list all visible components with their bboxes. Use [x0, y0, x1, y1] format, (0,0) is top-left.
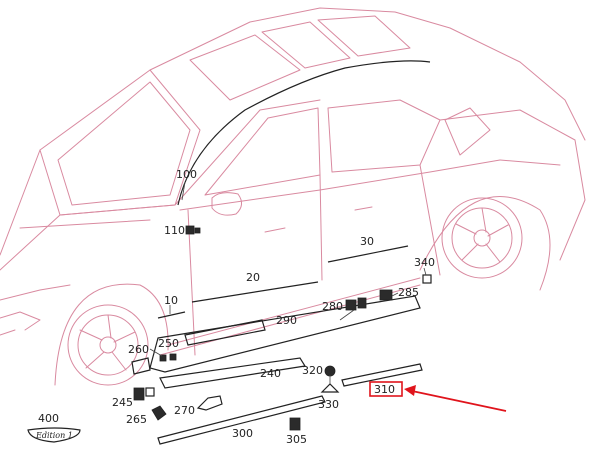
callout-270: 270	[174, 404, 195, 417]
part-330-spreader	[320, 383, 340, 393]
car-outline	[0, 7, 586, 386]
part-320-nut	[324, 365, 336, 377]
callout-20: 20	[246, 271, 260, 284]
part-260-bracket	[131, 357, 151, 375]
part-245-clip	[133, 387, 155, 401]
callout-245: 245	[112, 396, 133, 409]
part-280-clips	[345, 297, 367, 311]
highlight-arrow	[411, 390, 507, 412]
callout-340: 340	[414, 256, 435, 269]
callout-285: 285	[398, 286, 419, 299]
callout-290: 290	[276, 314, 297, 327]
callout-305: 305	[286, 433, 307, 446]
edition-badge: Edition 1	[27, 427, 81, 443]
part-10-trim	[157, 311, 186, 319]
callout-265: 265	[126, 413, 147, 426]
callout-300: 300	[232, 427, 253, 440]
part-305-clip	[289, 417, 301, 431]
callout-330: 330	[318, 398, 339, 411]
callout-30: 30	[360, 235, 374, 248]
part-30-door-moulding	[327, 245, 409, 263]
callout-250: 250	[158, 337, 179, 350]
part-250-clips	[159, 353, 177, 362]
part-300-strip	[157, 395, 326, 445]
callout-320: 320	[302, 364, 323, 377]
leader-lines	[149, 181, 427, 384]
highlight-310	[369, 381, 507, 412]
part-310-strip	[341, 363, 423, 387]
part-340-clip	[422, 274, 432, 284]
callout-100: 100	[176, 168, 197, 181]
parts	[131, 60, 432, 445]
part-285-clip	[379, 289, 393, 301]
callout-260: 260	[128, 343, 149, 356]
part-20-door-moulding	[191, 281, 319, 303]
callout-240: 240	[260, 367, 281, 380]
highlight-box	[369, 381, 403, 397]
part-110-clip	[185, 225, 201, 235]
part-100-roof-trim	[177, 60, 431, 206]
callout-110: 110	[164, 224, 185, 237]
part-240-sill-cover	[159, 357, 306, 389]
part-290-sill-panel	[149, 295, 421, 373]
callout-280: 280	[322, 300, 343, 313]
part-265-clip	[151, 405, 167, 421]
part-270-bracket	[196, 395, 223, 411]
callout-310: 310	[374, 383, 395, 396]
callout-10: 10	[164, 294, 178, 307]
callout-400: 400	[38, 412, 59, 425]
edition-badge-text: Edition 1	[35, 431, 73, 440]
callout-labels: 100 110 10 20 30 340 285 280 290 260 250…	[38, 168, 435, 446]
